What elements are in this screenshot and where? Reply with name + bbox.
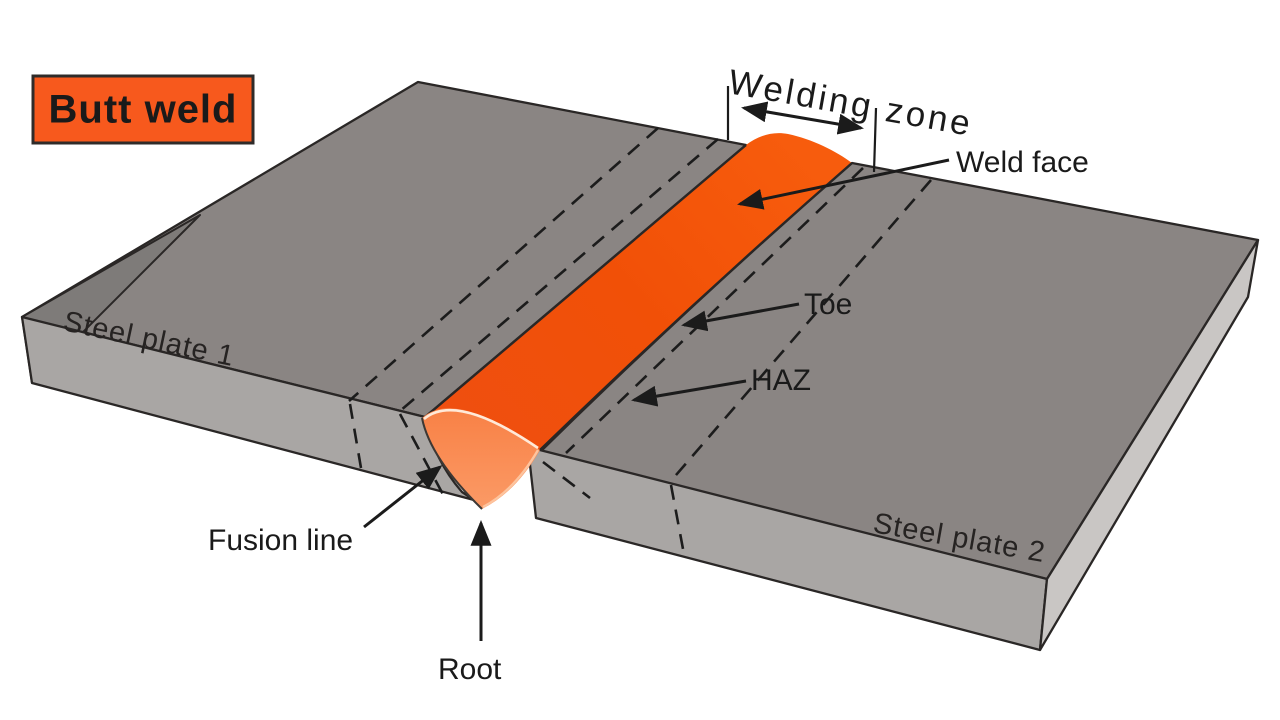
fusion-line-arrow bbox=[363, 465, 443, 529]
haz-dash-right-front bbox=[669, 484, 685, 550]
welding-zone-dimension-arrow bbox=[741, 101, 864, 135]
toe-arrow bbox=[681, 302, 800, 332]
section-rim-right bbox=[482, 449, 540, 509]
groove-dash-right-front bbox=[542, 460, 591, 500]
haz-label: HAZ bbox=[751, 364, 811, 397]
welding-zone-ticks bbox=[726, 86, 878, 173]
callout-arrows bbox=[363, 158, 950, 641]
haz-dash-right-top bbox=[669, 179, 932, 483]
weld-face-label: Weld face bbox=[956, 146, 1089, 179]
haz-dash-left-front bbox=[348, 403, 363, 469]
title-badge-text: Butt weld bbox=[49, 88, 238, 132]
groove-dash-right-top bbox=[565, 167, 864, 454]
weld-cross-section bbox=[422, 408, 540, 509]
title-badge: Butt weld bbox=[31, 74, 255, 145]
groove-dash-left-top bbox=[399, 138, 719, 412]
plate2-right-face bbox=[1038, 238, 1260, 652]
fusion-line-arc bbox=[423, 408, 539, 450]
root-label: Root bbox=[438, 653, 502, 686]
weld-toe-line-left bbox=[423, 144, 747, 419]
fusion-line-label: Fusion line bbox=[208, 524, 353, 557]
welding-zone-label: Welding zone bbox=[726, 62, 976, 143]
haz-dash-left-top bbox=[348, 127, 659, 402]
weld-toe-line-right bbox=[539, 162, 853, 451]
weld-face-arrow bbox=[737, 158, 950, 210]
title-badge-box bbox=[31, 74, 255, 145]
haz-arrow bbox=[631, 379, 747, 407]
weld-bead bbox=[424, 133, 852, 450]
welding-zone-tick-right bbox=[872, 107, 878, 173]
fusion-edge-left bbox=[421, 417, 483, 510]
toe-label: Toe bbox=[804, 288, 852, 321]
